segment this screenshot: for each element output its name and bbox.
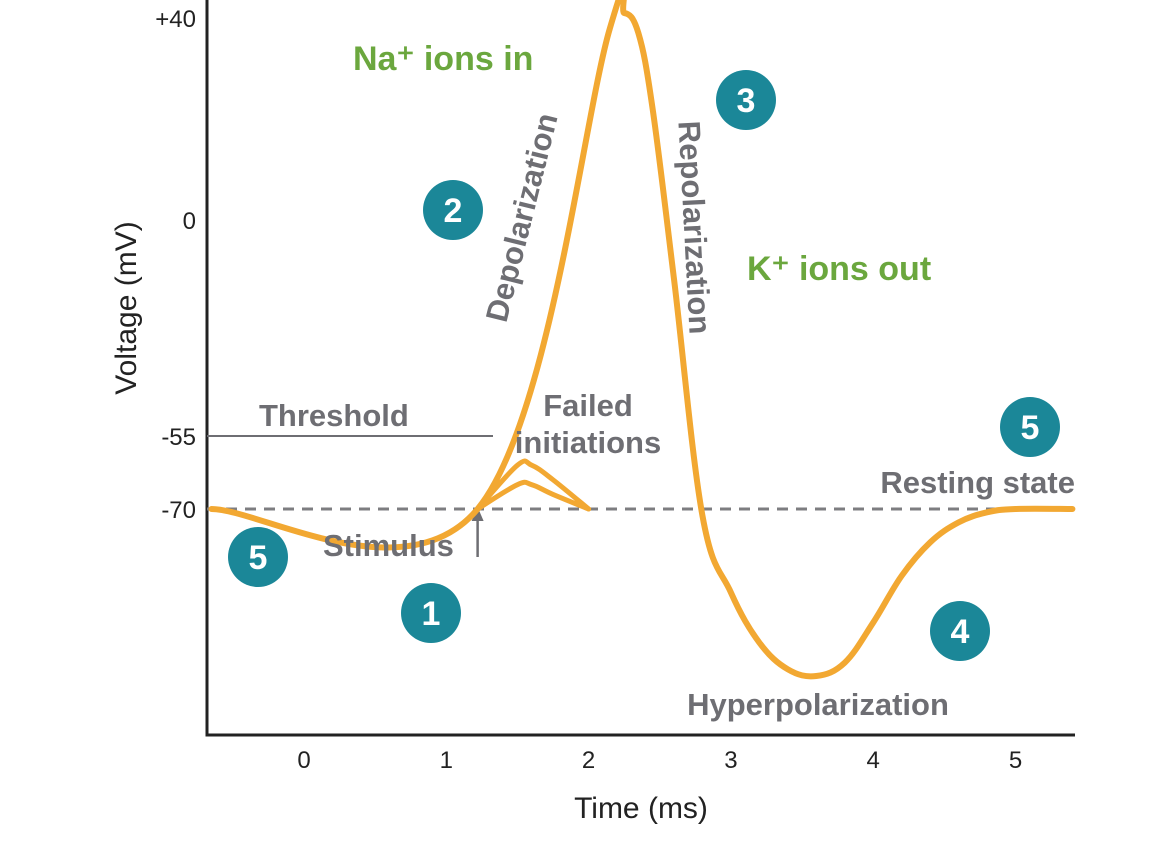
stage-badge-circle — [401, 583, 461, 643]
stage-badge-number: 5 — [1021, 409, 1040, 447]
x-axis-title: Time (ms) — [574, 792, 708, 825]
stage-badges: 1 2 3 4 5 5 — [228, 70, 1060, 661]
stage-badge-number: 4 — [951, 613, 970, 651]
k-ions-label: K⁺ ions out — [747, 250, 931, 288]
action-potential-curve — [208, 0, 1076, 680]
failed-initiation-curve-2 — [475, 479, 592, 512]
tick-labels: 0 1 2 3 4 5 +40 0 -55 -70 — [155, 6, 1022, 774]
x-tick-label: 2 — [582, 747, 595, 774]
na-ions-label: Na⁺ ions in — [353, 40, 533, 78]
stage-badge-circle — [423, 180, 483, 240]
annotations: Voltage (mV) Time (ms) Na⁺ ions in K⁺ io… — [110, 40, 1075, 825]
y-tick-label: -70 — [161, 497, 196, 524]
threshold-label: Threshold — [259, 398, 409, 433]
stage-badge-number: 5 — [249, 539, 268, 577]
stage-badge-3: 3 — [716, 70, 776, 130]
stage-badge-circle — [930, 601, 990, 661]
failed-initiation-curve-1 — [475, 458, 592, 512]
curves — [208, 0, 1076, 680]
x-tick-label: 0 — [297, 747, 310, 774]
axes — [205, 0, 1075, 737]
stage-badge-1: 1 — [401, 583, 461, 643]
y-tick-label: -55 — [161, 424, 196, 451]
y-axis-title: Voltage (mV) — [110, 221, 143, 394]
stimulus-label: Stimulus — [323, 528, 454, 563]
y-tick-label: 0 — [183, 208, 196, 235]
x-tick-label: 3 — [724, 747, 737, 774]
stage-badge-5: 5 — [1000, 397, 1060, 457]
stage-badge-circle — [1000, 397, 1060, 457]
stage-badge-5: 5 — [228, 527, 288, 587]
failed-initiations-label-2: initiations — [515, 425, 661, 460]
stimulus-arrowhead-icon — [471, 507, 484, 521]
stage-badge-circle — [228, 527, 288, 587]
stage-badge-2: 2 — [423, 180, 483, 240]
x-tick-label: 5 — [1009, 747, 1022, 774]
x-tick-label: 4 — [867, 747, 880, 774]
depolarization-label: Depolarization — [479, 110, 565, 326]
stage-badge-4: 4 — [930, 601, 990, 661]
reference-lines — [207, 435, 1075, 557]
stage-badge-circle — [716, 70, 776, 130]
resting-state-label: Resting state — [880, 465, 1075, 500]
stage-badge-number: 2 — [444, 192, 463, 230]
x-tick-label: 1 — [440, 747, 453, 774]
stage-badge-number: 3 — [737, 82, 756, 120]
stage-badge-number: 1 — [422, 595, 441, 633]
failed-initiations-label-1: Failed — [543, 388, 633, 423]
y-tick-label: +40 — [155, 6, 196, 33]
hyperpolarization-label: Hyperpolarization — [687, 687, 949, 722]
